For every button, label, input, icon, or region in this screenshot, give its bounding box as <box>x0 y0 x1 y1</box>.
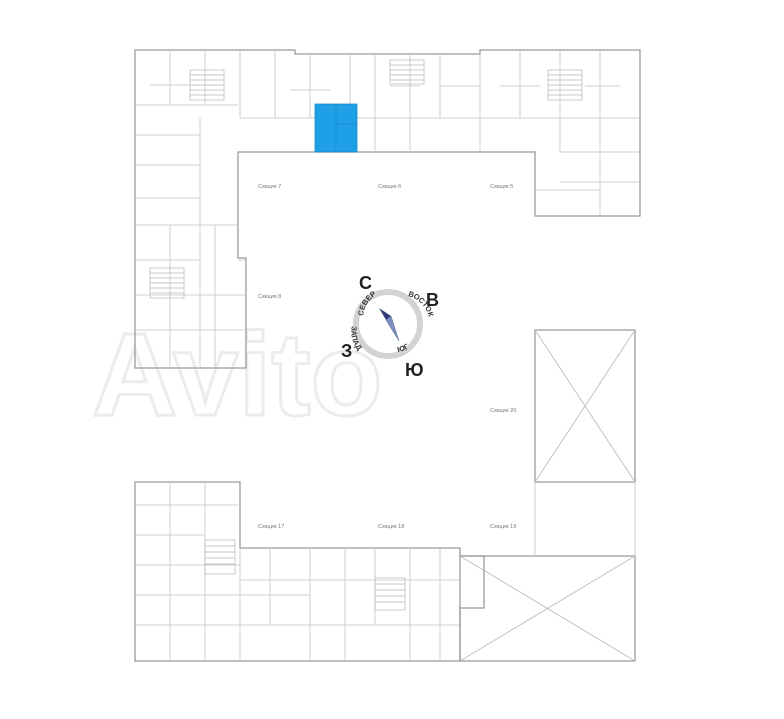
building-top <box>134 49 641 369</box>
building-bottom <box>134 481 485 662</box>
section-label-19: Секция 19 <box>490 524 516 530</box>
compass-letter-west: З <box>341 341 352 361</box>
parking-structure <box>459 329 636 662</box>
compass: СЕВЕР ВОСТОК ЮГ ЗАПАД С В Ю З <box>341 273 439 380</box>
compass-letter-east: В <box>426 290 439 310</box>
section-label-5: Секция 5 <box>490 184 513 190</box>
compass-letter-north: С <box>359 273 372 293</box>
compass-ring <box>353 289 423 359</box>
section-label-18: Секция 18 <box>378 524 404 530</box>
section-label-6: Секция 6 <box>378 184 401 190</box>
section-labels: Секция 7 Секция 6 Секция 5 Секция 8 Секц… <box>258 184 516 530</box>
compass-needle-north <box>379 308 391 320</box>
compass-word-south: ЮГ <box>396 341 411 354</box>
section-label-20: Секция 20 <box>490 408 516 414</box>
compass-needle-south <box>385 315 400 342</box>
section-label-7: Секция 7 <box>258 184 281 190</box>
compass-letter-south: Ю <box>405 360 424 380</box>
section-label-17: Секция 17 <box>258 524 284 530</box>
section-label-8: Секция 8 <box>258 294 281 300</box>
